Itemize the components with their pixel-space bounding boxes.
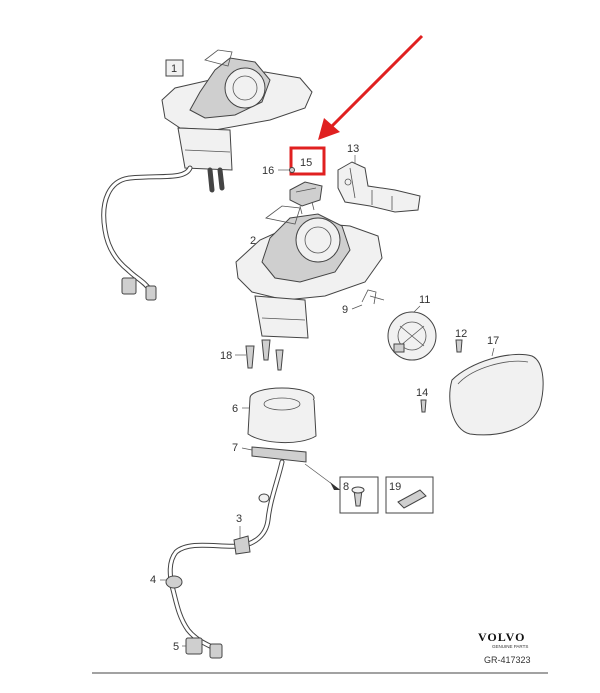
callout-4: 4 — [150, 574, 156, 586]
clip-part-9 — [361, 289, 385, 305]
motor-part-15 — [289, 181, 323, 215]
brand-logo: VOLVO — [478, 630, 525, 644]
highlight-arrow — [318, 34, 424, 140]
motor-part-11 — [387, 311, 437, 361]
callout-3: 3 — [236, 513, 242, 525]
box-part-8 — [339, 476, 379, 514]
callout-9: 9 — [342, 304, 348, 316]
clamp-part-4 — [165, 575, 183, 589]
callout-7: 7 — [232, 442, 238, 454]
callout-5: 5 — [173, 641, 179, 653]
mirror-glass-part-17 — [449, 353, 544, 436]
callout-11: 11 — [419, 294, 430, 306]
screws-part-18 — [245, 339, 284, 371]
callout-16: 16 — [262, 165, 274, 177]
highlight-box-15 — [289, 146, 326, 176]
mirror-assembly-part-1 — [161, 49, 313, 171]
brand-subtitle: GENUINE PARTS — [492, 644, 528, 649]
connector-part-1 — [121, 277, 137, 295]
callout-2: 2 — [250, 235, 256, 247]
reference-number: GR-417323 — [484, 655, 531, 665]
housing-part-2 — [235, 205, 383, 339]
callout-17: 17 — [487, 335, 499, 347]
callout-14: 14 — [416, 387, 428, 399]
callout-19: 19 — [389, 481, 401, 493]
connector-part-5 — [185, 637, 223, 659]
cover-part-6 — [247, 387, 317, 444]
callout-18: 18 — [220, 350, 232, 362]
callout-15: 15 — [300, 157, 312, 169]
callout-6: 6 — [232, 403, 238, 415]
callout-1: 1 — [171, 63, 177, 75]
box-part-19 — [385, 476, 434, 514]
callout-8: 8 — [343, 481, 349, 493]
grommet-part-3 — [233, 535, 251, 555]
callout-12: 12 — [455, 328, 467, 340]
callout-13: 13 — [347, 143, 359, 155]
gasket-part-7 — [251, 446, 307, 463]
bracket-part-13 — [337, 161, 421, 213]
